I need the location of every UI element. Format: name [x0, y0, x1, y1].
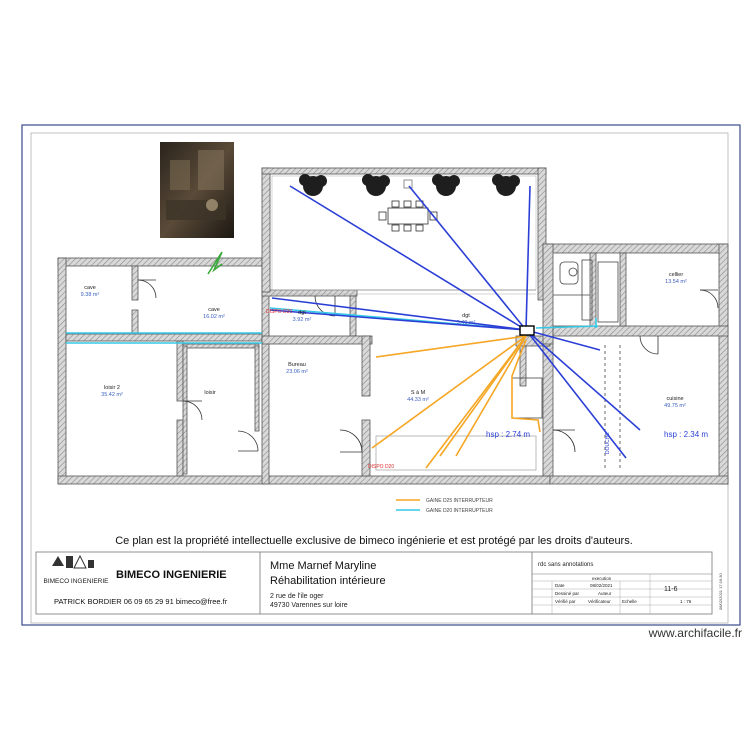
- checked-by-label: Vérifié par: [555, 599, 576, 604]
- site-photo: [160, 142, 234, 238]
- conduit-legend: GAINE D25 INTERRUPTEUR GAINE D20 INTERRU…: [396, 498, 493, 514]
- checked-by-value: Vérificateur: [588, 599, 611, 604]
- photo-pointer-marker: [207, 251, 223, 275]
- title-block: BIMECO INGENIERIE BIMECO INGENIERIE PATR…: [35, 551, 723, 615]
- legend-label: GAINE D25 INTERRUPTEUR: [426, 498, 493, 504]
- scale-label: Echelle: [622, 599, 637, 604]
- room-label: cave: [84, 285, 96, 291]
- room-label: cellier: [669, 272, 684, 278]
- room-label: dgt: [298, 310, 306, 316]
- room-area: 35.42 m²: [101, 392, 123, 398]
- scale-value: 1 : 76: [680, 599, 692, 604]
- dispo-label-upper: DISPO D20: [266, 309, 292, 315]
- doors: [137, 279, 719, 453]
- room-label: dgt: [462, 313, 470, 319]
- legend-label: GAINE D20 INTERRUPTEUR: [426, 508, 493, 514]
- sheet-number: 11-6: [664, 586, 678, 593]
- walls: [57, 167, 729, 485]
- room-label: Bureau: [288, 362, 306, 368]
- room-label: loisir 2: [104, 385, 120, 391]
- room-area: 16.02 m²: [203, 314, 225, 320]
- room-label: S à M: [411, 390, 426, 396]
- room-area: 49.75 m²: [664, 403, 686, 409]
- side-stamp: 08/02/2021 17:16:30: [718, 573, 723, 610]
- date-label: Date: [555, 583, 565, 588]
- douche-label: DOUCHE: [605, 432, 611, 454]
- room-area: 3.92 m²: [293, 317, 312, 323]
- drawn-by-value: Auteur: [598, 591, 612, 596]
- logo-text: BIMECO INGENIERIE: [43, 578, 109, 585]
- ceiling-height-right: hsp : 2.34 m: [664, 430, 708, 439]
- bimeco-logo: BIMECO INGENIERIE: [43, 554, 109, 585]
- orange-conduits: [371, 335, 541, 469]
- room-label: loisir: [204, 390, 215, 396]
- room-area: 44.33 m²: [407, 397, 429, 403]
- room-labels: cave 9.38 m² cave 16.02 m² dgt 3.92 m² d…: [81, 272, 687, 409]
- room-area: 13.54 m²: [665, 279, 687, 285]
- status-label: execution: [592, 576, 612, 581]
- sheet-title: rdc sans annotations: [538, 562, 593, 568]
- project-name: Réhabilitation intérieure: [270, 575, 386, 587]
- company-name: BIMECO INGENIERIE: [116, 569, 227, 581]
- room-area: 23.06 m²: [286, 369, 308, 375]
- drawn-by-label: Dessiné par: [555, 591, 580, 596]
- dispo-label-lower: DISPO D20: [368, 464, 394, 470]
- room-area: 5.49 m²: [457, 320, 476, 326]
- copyright-notice: Ce plan est la propriété intellectuelle …: [115, 535, 633, 547]
- blue-conduits: [269, 185, 641, 459]
- company-contact: PATRICK BORDIER 06 09 65 29 91 bimeco@fr…: [54, 597, 228, 606]
- ceiling-height-left: hsp : 2.74 m: [486, 430, 530, 439]
- client-name: Mme Marnef Maryline: [270, 560, 376, 572]
- junction-box: [519, 325, 535, 336]
- project-address-line2: 49730 Varennes sur loire: [270, 602, 348, 609]
- room-label: cave: [208, 307, 220, 313]
- project-address-line1: 2 rue de l'ile oger: [270, 593, 324, 600]
- room-label: cuisine: [666, 396, 683, 402]
- trees: [299, 174, 520, 196]
- watermark-url: www.archifacile.fr: [648, 626, 742, 640]
- room-area: 9.38 m²: [81, 292, 100, 298]
- date-value: 08/02/2021: [590, 583, 613, 588]
